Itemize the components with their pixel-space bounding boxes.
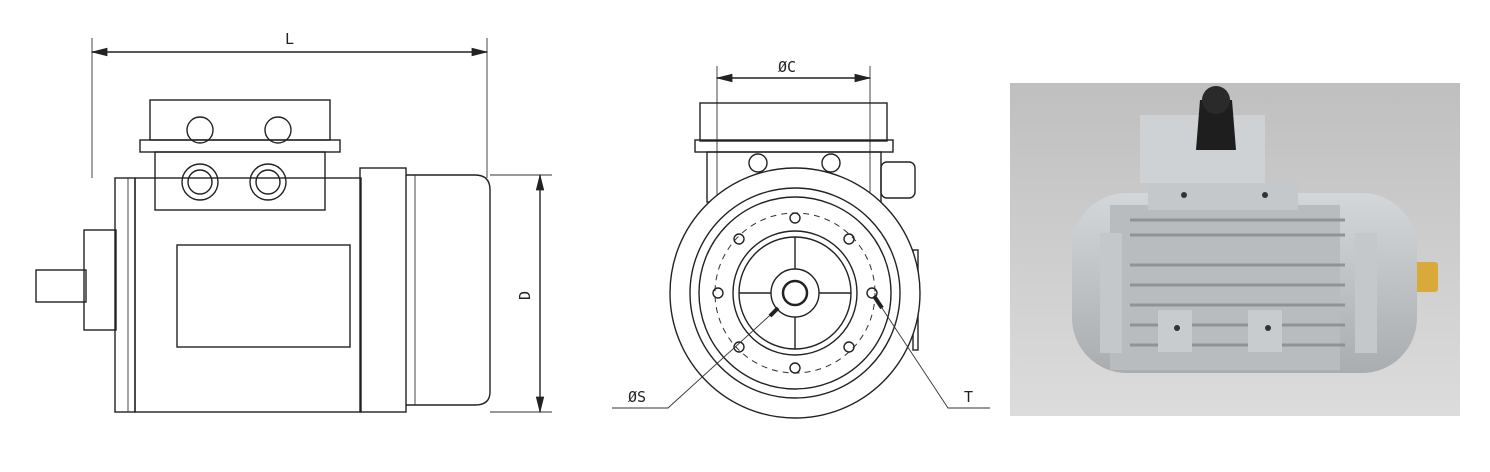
shaft-end [781, 279, 809, 307]
terminal-box [139, 99, 341, 211]
fan-cover-ring [359, 167, 407, 413]
bolt-holes [712, 212, 878, 374]
flange-diameter-label: ØC [778, 58, 796, 76]
length-label: L [285, 30, 294, 48]
nameplate [176, 244, 351, 348]
fan-cover [406, 174, 491, 406]
front-view: ØC ØS T [612, 58, 990, 419]
flange [114, 177, 136, 413]
motor-body [134, 177, 362, 413]
motor-shaft [1412, 262, 1438, 292]
height-label: D [516, 291, 534, 300]
hole-label: T [964, 388, 973, 406]
cable-gland [880, 161, 916, 199]
side-view: L D [35, 30, 552, 414]
cable-gland-photo [1196, 100, 1236, 150]
shaft [35, 269, 87, 303]
electric-motor-photo [1010, 83, 1460, 416]
shaft-diameter-label: ØS [628, 388, 646, 406]
